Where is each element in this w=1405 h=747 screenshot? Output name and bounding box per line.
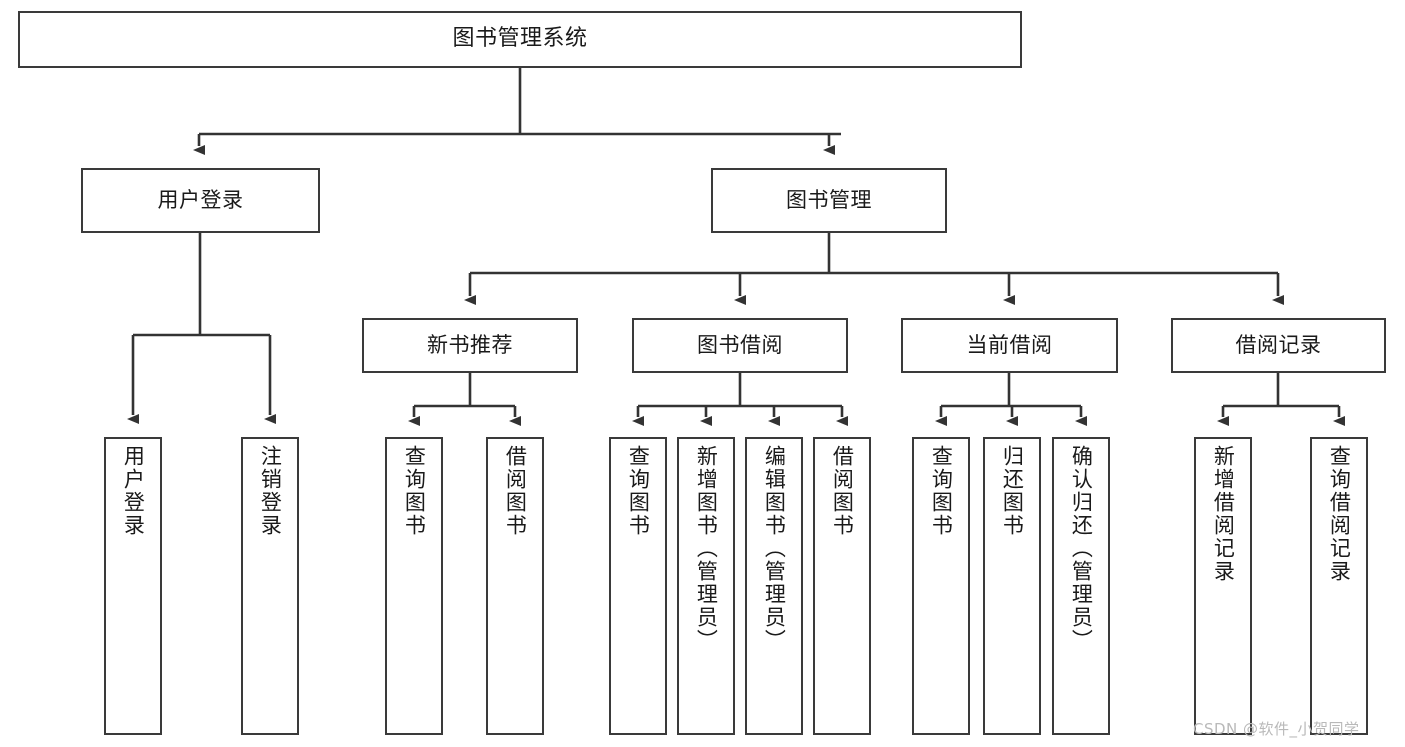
node-label: 借阅图书 xyxy=(503,445,528,537)
node-label: 新书推荐 xyxy=(427,332,513,357)
leaf-add-borrow-record[interactable]: 新增借阅记录 xyxy=(1194,437,1252,735)
node-label: 编辑图书（管理员） xyxy=(762,445,787,652)
node-label: 查询借阅记录 xyxy=(1327,445,1352,583)
leaf-add-book-admin[interactable]: 新增图书（管理员） xyxy=(677,437,735,735)
node-label: 查询图书 xyxy=(929,445,954,537)
leaf-query-book-current[interactable]: 查询图书 xyxy=(912,437,970,735)
leaf-confirm-return-admin[interactable]: 确认归还（管理员） xyxy=(1052,437,1110,735)
node-label: 图书管理系统 xyxy=(452,26,588,52)
node-label: 确认归还（管理员） xyxy=(1069,445,1094,652)
node-label: 借阅图书 xyxy=(830,445,855,537)
node-label: 图书管理 xyxy=(786,187,872,212)
leaf-borrow-book-newbook[interactable]: 借阅图书 xyxy=(486,437,544,735)
leaf-query-book-newbook[interactable]: 查询图书 xyxy=(385,437,443,735)
leaf-query-book-borrow[interactable]: 查询图书 xyxy=(609,437,667,735)
node-label: 当前借阅 xyxy=(966,332,1053,357)
node-current-borrow[interactable]: 当前借阅 xyxy=(901,318,1118,373)
leaf-return-book[interactable]: 归还图书 xyxy=(983,437,1041,735)
node-label: 查询图书 xyxy=(626,445,651,537)
leaf-logout[interactable]: 注销登录 xyxy=(241,437,299,735)
node-label: 查询图书 xyxy=(402,445,427,537)
node-user-login[interactable]: 用户登录 xyxy=(81,168,320,233)
leaf-edit-book-admin[interactable]: 编辑图书（管理员） xyxy=(745,437,803,735)
node-label: 新增借阅记录 xyxy=(1211,445,1236,583)
node-label: 注销登录 xyxy=(258,445,283,537)
node-borrow-records[interactable]: 借阅记录 xyxy=(1171,318,1386,373)
leaf-query-borrow-record[interactable]: 查询借阅记录 xyxy=(1310,437,1368,735)
node-label: 新增图书（管理员） xyxy=(694,445,719,652)
node-new-book-recommend[interactable]: 新书推荐 xyxy=(362,318,578,373)
node-root-system[interactable]: 图书管理系统 xyxy=(18,11,1022,68)
node-label: 借阅记录 xyxy=(1235,332,1322,357)
leaf-lend-book[interactable]: 借阅图书 xyxy=(813,437,871,735)
leaf-user-login[interactable]: 用户登录 xyxy=(104,437,162,735)
node-label: 用户登录 xyxy=(121,445,146,537)
node-label: 用户登录 xyxy=(157,187,244,212)
node-book-management[interactable]: 图书管理 xyxy=(711,168,947,233)
node-label: 归还图书 xyxy=(1000,445,1025,537)
node-label: 图书借阅 xyxy=(697,332,783,357)
node-book-borrow[interactable]: 图书借阅 xyxy=(632,318,848,373)
